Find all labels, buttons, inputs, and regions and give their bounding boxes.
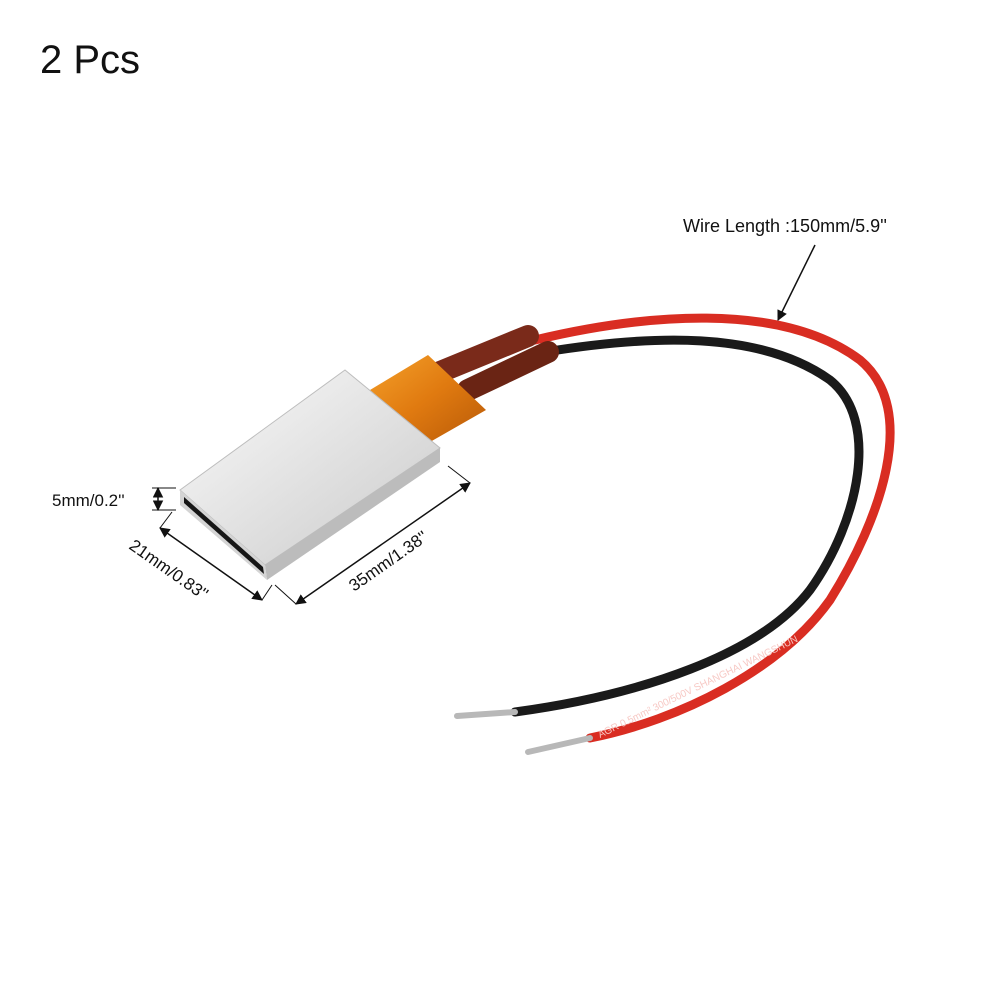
thickness-label: 5mm/0.2'' <box>52 491 125 510</box>
wire-length-label: Wire Length :150mm/5.9'' <box>683 216 887 236</box>
width-dimension-line <box>159 527 263 601</box>
width-label: 21mm/0.83'' <box>126 536 212 604</box>
quantity-label: 2 Pcs <box>40 38 141 82</box>
black-wire-tip <box>454 709 518 719</box>
length-dimension-line <box>295 482 471 605</box>
red-wire <box>530 313 895 743</box>
red-wire-tip <box>525 735 593 755</box>
black-wire <box>510 335 864 717</box>
sleeve-lower <box>457 341 559 401</box>
wire-length-leader <box>777 244 816 321</box>
sleeve-upper <box>429 325 539 383</box>
kapton-tape <box>370 355 486 442</box>
